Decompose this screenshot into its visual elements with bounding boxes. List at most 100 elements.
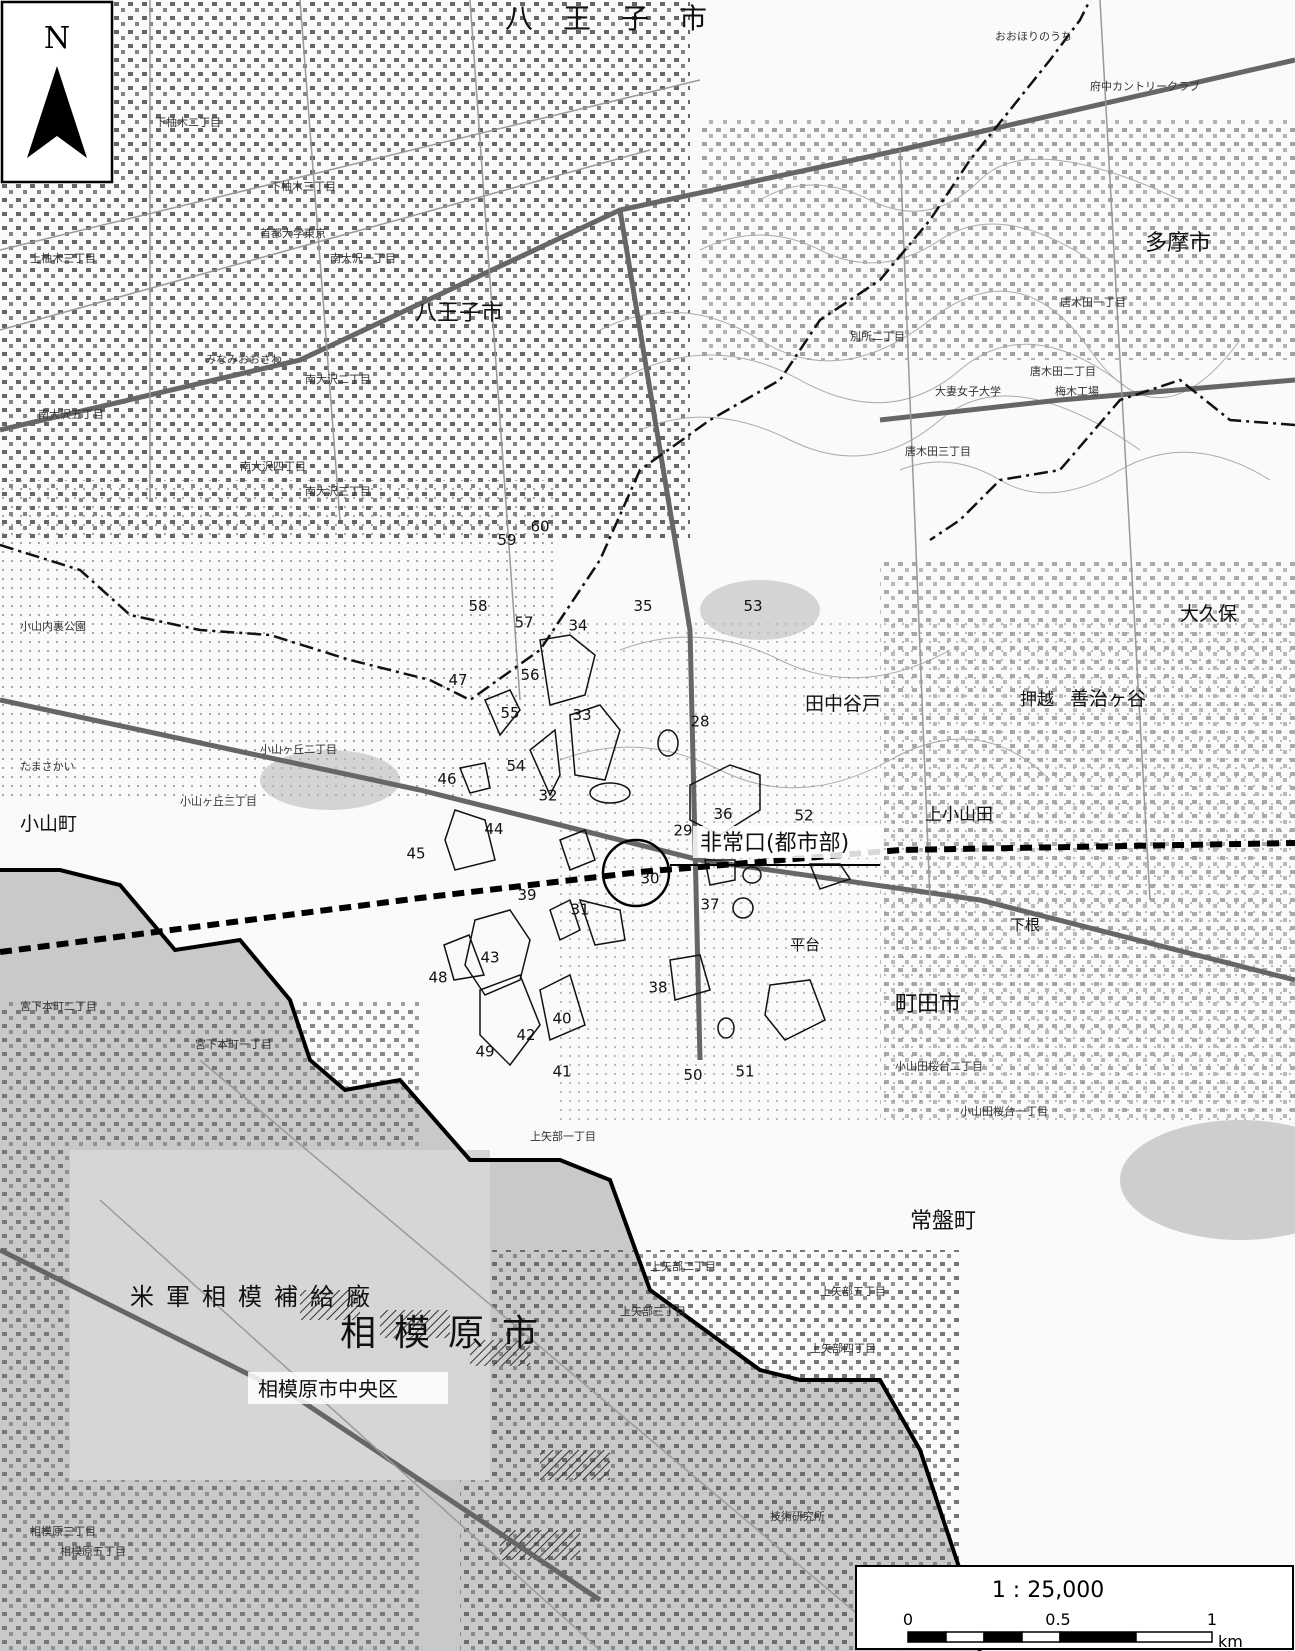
site-number-28: 28 xyxy=(690,712,709,730)
site-number-56: 56 xyxy=(520,666,539,684)
city-machida: 町田市 xyxy=(895,992,961,1017)
north-arrow-icon xyxy=(27,66,87,158)
site-number-32: 32 xyxy=(538,787,557,805)
place-oyama-park: 小山内裏公園 xyxy=(20,619,86,633)
place-tsukamoto: 梅木工場 xyxy=(1055,384,1099,398)
place-otsuma: 大妻女子大学 xyxy=(935,384,1001,398)
tunnel-route-line xyxy=(0,840,1295,955)
site-number-33: 33 xyxy=(572,706,591,724)
sagamihara-urban-blocks xyxy=(0,1000,960,1651)
site-number-43: 43 xyxy=(480,949,499,967)
place-sagamihara3: 相模原三丁目 xyxy=(30,1525,96,1538)
place-gijutsu: 技術研究所 xyxy=(770,1509,825,1523)
site-number-46: 46 xyxy=(437,770,456,788)
site-number-41: 41 xyxy=(552,1063,571,1081)
north-label: N xyxy=(44,21,70,56)
city-hachioji: 八王子市 xyxy=(415,301,503,326)
place-minamiosawa2: 南大沢二丁目 xyxy=(305,372,371,386)
place-kamiyabe1: 上矢部一丁目 xyxy=(530,1129,596,1143)
district-oshikoshi: 押越 xyxy=(1020,690,1054,710)
place-shimoyugi3: 下柚木三丁目 xyxy=(270,179,336,193)
site-number-50: 50 xyxy=(683,1066,702,1084)
place-miyashimo1: 宮下本町一丁目 xyxy=(195,1037,272,1051)
place-kamiyabe4: 上矢部四丁目 xyxy=(810,1341,876,1355)
site-outlines xyxy=(443,634,852,1067)
emergency-exit-label: 非常口(都市部) xyxy=(700,831,849,856)
site-number-36: 36 xyxy=(713,805,732,823)
roads xyxy=(0,57,1295,1603)
district-labels: 大久保 善治ヶ谷 田中谷戸 小山町 押越 上小山田 下根 平台 常盤町 xyxy=(20,603,1237,1234)
place-karakida1: 唐木田一丁目 xyxy=(1060,295,1126,309)
place-oyamagaoka3: 小山ヶ丘三丁目 xyxy=(180,795,257,808)
city-labels: 八王子市 八王子市 多摩市 町田市 相模原市 米軍相模補給廠 相模原市中央区 xyxy=(130,2,1211,1404)
place-minamiosawa-kana: みなみおおさわ xyxy=(205,353,282,366)
place-minamiosawa1: 南大沢一丁目 xyxy=(330,251,396,265)
site-number-52: 52 xyxy=(794,807,813,825)
scale-box: 1 : 25,000 0 0.5 1 km xyxy=(855,1565,1294,1651)
site-number-30: 30 xyxy=(640,869,659,887)
city-hachioji-top: 八王子市 xyxy=(505,2,737,35)
site-number-40: 40 xyxy=(552,1010,571,1028)
scale-tick-1: 1 xyxy=(1207,1610,1217,1629)
site-number-39: 39 xyxy=(517,886,536,904)
place-tamasakai-kana: たまさかい xyxy=(20,760,75,773)
city-sagamihara-chuo: 相模原市中央区 xyxy=(258,1377,398,1401)
site-number-42: 42 xyxy=(516,1026,535,1044)
site-number-48: 48 xyxy=(428,968,447,986)
place-tmu: 首都大学東京 xyxy=(260,226,326,240)
city-sagamihara: 相模原市 xyxy=(340,1313,556,1354)
place-kamiyugi3: 上柚木三丁目 xyxy=(30,251,96,265)
place-karakida2: 唐木田二丁目 xyxy=(1030,364,1096,378)
municipal-boundaries xyxy=(0,0,1295,702)
district-shimone: 下根 xyxy=(1010,916,1040,934)
place-oyamada-sakura2: 小山田桜台二丁目 xyxy=(895,1059,983,1073)
site-number-53: 53 xyxy=(743,597,762,615)
site-number-47: 47 xyxy=(448,671,467,689)
site-number-51: 51 xyxy=(735,1063,754,1081)
place-oyamada-sakura1: 小山田桜台一丁目 xyxy=(960,1104,1048,1118)
site-number-45: 45 xyxy=(406,845,425,863)
site-number-57: 57 xyxy=(514,613,533,631)
site-number-35: 35 xyxy=(633,597,652,615)
site-number-37: 37 xyxy=(700,896,719,914)
emergency-exit-marker[interactable] xyxy=(601,838,880,908)
scale-ratio: 1 : 25,000 xyxy=(992,1578,1104,1603)
scale-unit: km xyxy=(1218,1632,1243,1651)
district-zenjigaya: 善治ヶ谷 xyxy=(1070,688,1146,710)
minor-roads xyxy=(0,0,1151,1651)
scale-bar xyxy=(907,1631,1213,1643)
district-oyama: 小山町 xyxy=(20,813,77,835)
place-minamiosawa5: 南大沢五丁目 xyxy=(38,407,104,421)
place-bessho: 別所二丁目 xyxy=(850,330,905,343)
district-tokiwa: 常盤町 xyxy=(910,1209,976,1234)
site-number-55: 55 xyxy=(500,704,519,722)
site-number-29: 29 xyxy=(673,821,692,839)
site-number-49: 49 xyxy=(475,1043,494,1061)
place-kamiyabe3: 上矢部三丁目 xyxy=(620,1304,686,1318)
district-tanakayato: 田中谷戸 xyxy=(805,693,881,715)
place-kamiyabe2: 上矢部二丁目 xyxy=(650,1259,716,1273)
place-ohori-kana: おおほりのうち xyxy=(995,30,1072,43)
scale-tick-0-5: 0.5 xyxy=(1045,1610,1070,1629)
site-number-31: 31 xyxy=(570,901,589,919)
district-okubo: 大久保 xyxy=(1180,603,1237,625)
north-arrow: N xyxy=(0,0,114,184)
site-number-58: 58 xyxy=(468,597,487,615)
site-number-59: 59 xyxy=(497,531,516,549)
place-miyashimo2: 宮下本町二丁目 xyxy=(20,999,97,1013)
place-minamiosawa4: 南大沢四丁目 xyxy=(240,459,306,473)
site-number-labels: 2829303132333435363738394041424344454647… xyxy=(406,518,813,1084)
site-number-60: 60 xyxy=(530,518,549,536)
city-tama: 多摩市 xyxy=(1145,231,1211,256)
place-fuchu-cc: 府中カントリークラブ xyxy=(1090,79,1200,93)
district-hiradai: 平台 xyxy=(790,936,820,954)
site-number-44: 44 xyxy=(484,820,503,838)
vegetation-patches xyxy=(0,480,1295,1240)
scale-tick-0: 0 xyxy=(903,1610,913,1629)
place-labels: 下柚木二丁目 下柚木三丁目 首都大学東京 南大沢一丁目 上柚木三丁目 みなみおお… xyxy=(20,30,1200,1558)
place-minamiosawa3: 南大沢三丁目 xyxy=(305,484,371,498)
prefectural-boundary xyxy=(0,868,982,1651)
place-oyamagaoka2: 小山ヶ丘二丁目 xyxy=(260,743,337,756)
